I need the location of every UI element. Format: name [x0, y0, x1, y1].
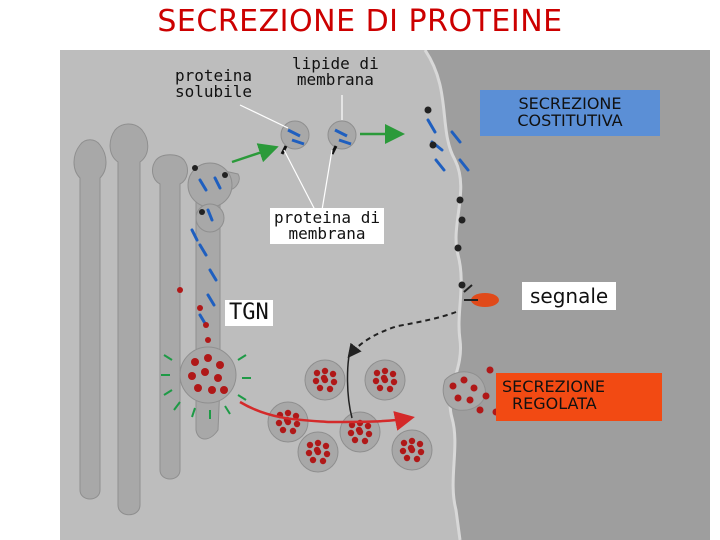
granule-cargo-dot [327, 386, 333, 392]
label-signal: segnale [522, 282, 616, 310]
regulated-box-line2: REGOLATA [496, 396, 662, 413]
label-membrane-protein: proteina di membrana [270, 208, 384, 244]
granule-cargo-dot [315, 440, 321, 446]
label-membrane-protein-line2: membrana [274, 226, 380, 242]
granule-cargo-dot [400, 448, 406, 454]
granule-cargo-dot [324, 451, 330, 457]
page-title: SECREZIONE DI PROTEINE [0, 4, 720, 39]
granule-cargo-dot [391, 379, 397, 385]
granule-cargo-dot [310, 457, 316, 463]
label-membrane-lipid: lipide di membrana [292, 56, 379, 88]
granule-cargo-dot [382, 368, 388, 374]
label-membrane-lipid-line2: membrana [292, 72, 379, 88]
granule-cargo-dot [387, 386, 393, 392]
granule-cargo-dot [313, 378, 319, 384]
granule-cargo-dot [381, 375, 387, 381]
granule-cargo-dot [276, 420, 282, 426]
granule-cargo-dot [314, 447, 320, 453]
granule-cargo-dot [408, 445, 414, 451]
granule-cargo-dot [377, 385, 383, 391]
granule-cargo-dot [404, 455, 410, 461]
granule-cargo-dot [280, 427, 286, 433]
label-soluble-protein: proteina solubile [175, 68, 252, 100]
granule-cargo-dot [401, 440, 407, 446]
granule-cargo-dot [390, 371, 396, 377]
granule-cargo-dot [348, 430, 354, 436]
granule-cargo-dot [418, 449, 424, 455]
granule-cargo-dot [417, 441, 423, 447]
label-soluble-protein-line2: solubile [175, 84, 252, 100]
granule-cargo-dot [307, 442, 313, 448]
granule-cargo-dot [294, 421, 300, 427]
regulated-secretion-box: SECREZIONE REGOLATA [496, 373, 662, 421]
granule-cargo-dot [285, 410, 291, 416]
granule-cargo-dot [322, 368, 328, 374]
granule-cargo-dot [320, 458, 326, 464]
constitutive-secretion-box: SECREZIONE COSTITUTIVA [480, 90, 660, 136]
granule-cargo-dot [330, 371, 336, 377]
granule-cargo-dot [409, 438, 415, 444]
granule-cargo-dot [374, 370, 380, 376]
granule-cargo-dot [352, 437, 358, 443]
granule-cargo-dot [317, 385, 323, 391]
granule-cargo-dot [365, 423, 371, 429]
granule-cargo-dot [373, 378, 379, 384]
granule-cargo-dot [306, 450, 312, 456]
granule-cargo-dot [366, 431, 372, 437]
granule-cargo-dot [331, 379, 337, 385]
granule-cargo-dot [356, 427, 362, 433]
constitutive-box-line2: COSTITUTIVA [480, 113, 660, 130]
granule-cargo-dot [362, 438, 368, 444]
granule-cargo-dot [321, 375, 327, 381]
granule-cargo-dot [323, 443, 329, 449]
granule-cargo-dot [314, 370, 320, 376]
granule-cargo-dot [414, 456, 420, 462]
label-tgn: TGN [225, 300, 273, 326]
diagram-stage: proteina solubile lipide di membrana pro… [60, 50, 710, 540]
granule-cargo-dot [290, 428, 296, 434]
